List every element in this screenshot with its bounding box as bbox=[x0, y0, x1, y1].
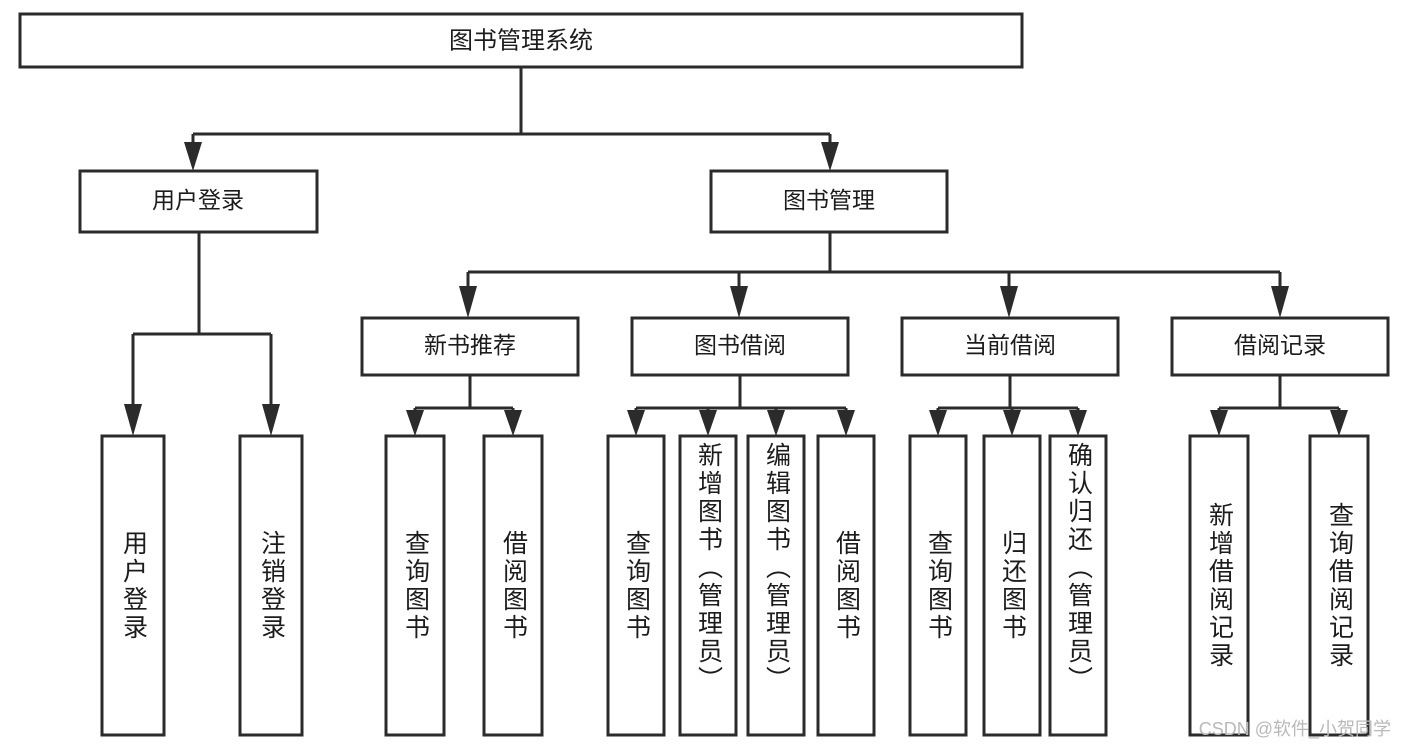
connector-group-borrow-record bbox=[1210, 375, 1348, 436]
leaf-box-query-book-current[interactable] bbox=[908, 434, 968, 737]
leaf-box-borrow-book-rec[interactable] bbox=[482, 434, 544, 737]
node-new-book-recommend[interactable]: 新书推荐 bbox=[360, 316, 580, 377]
arrow-head-book-manage bbox=[821, 142, 839, 171]
arrow-head-leaf-add-borrow-record bbox=[1210, 410, 1228, 436]
node-new-book-recommend-box[interactable] bbox=[360, 316, 580, 377]
arrow-head-current-borrow bbox=[1000, 286, 1018, 318]
leaf-box-borrow-book[interactable] bbox=[816, 434, 876, 737]
arrow-head-leaf-query-book-borrow bbox=[627, 410, 645, 436]
arrow-head-leaf-query-book-current bbox=[929, 410, 947, 436]
node-root[interactable]: 图书管理系统 bbox=[18, 12, 1024, 69]
connector-group-new-book-recommend bbox=[406, 375, 522, 436]
leaf-box-user-logout[interactable] bbox=[238, 434, 304, 737]
connector-group-book-manage bbox=[459, 232, 1289, 318]
node-book-borrow[interactable]: 图书借阅 bbox=[630, 316, 850, 377]
arrow-head-leaf-user-logout bbox=[262, 404, 280, 436]
node-current-borrow[interactable]: 当前借阅 bbox=[900, 316, 1120, 377]
node-user-login-label: 用户登录 bbox=[152, 187, 244, 213]
arrow-head-leaf-query-borrow-record bbox=[1330, 410, 1348, 436]
leaf-box-query-book-borrow[interactable] bbox=[606, 434, 666, 737]
arrow-head-leaf-add-book-admin bbox=[699, 410, 717, 436]
arrow-head-leaf-user-login bbox=[124, 404, 142, 436]
arrow-head-user-login bbox=[184, 142, 202, 171]
arrow-head-leaf-query-book-rec bbox=[406, 410, 424, 436]
node-user-login-box[interactable] bbox=[78, 169, 319, 234]
arrow-head-book-borrow bbox=[730, 286, 748, 318]
arrow-head-leaf-borrow-book-rec bbox=[504, 410, 522, 436]
node-book-borrow-label: 图书借阅 bbox=[694, 332, 786, 358]
leaf-box-confirm-return-admin[interactable] bbox=[1048, 434, 1108, 737]
leaf-box-return-book[interactable] bbox=[982, 434, 1042, 737]
arrow-head-leaf-return-book bbox=[1003, 410, 1021, 436]
arrow-head-new-book-recommend bbox=[459, 286, 477, 318]
connector-group-book-borrow bbox=[627, 375, 855, 436]
connector-group-user-login bbox=[124, 232, 280, 436]
node-current-borrow-label: 当前借阅 bbox=[964, 332, 1056, 358]
leaf-box-user-login[interactable] bbox=[100, 434, 166, 737]
connector-group-root bbox=[184, 67, 839, 171]
arrow-head-leaf-borrow-book bbox=[837, 410, 855, 436]
connector-group-current-borrow bbox=[929, 375, 1087, 436]
node-borrow-record-box[interactable] bbox=[1170, 316, 1390, 377]
node-book-manage-label: 图书管理 bbox=[783, 187, 875, 213]
node-root-box[interactable] bbox=[18, 12, 1024, 69]
leaf-box-edit-book-admin[interactable] bbox=[746, 434, 806, 737]
node-book-borrow-box[interactable] bbox=[630, 316, 850, 377]
leaf-box-add-borrow-record[interactable] bbox=[1188, 434, 1250, 737]
arrow-head-leaf-confirm-return-admin bbox=[1069, 410, 1087, 436]
node-borrow-record[interactable]: 借阅记录 bbox=[1170, 316, 1390, 377]
node-borrow-record-label: 借阅记录 bbox=[1234, 332, 1326, 358]
arrow-head-borrow-record bbox=[1271, 286, 1289, 318]
node-current-borrow-box[interactable] bbox=[900, 316, 1120, 377]
node-user-login[interactable]: 用户登录 bbox=[78, 169, 319, 234]
node-root-label: 图书管理系统 bbox=[449, 27, 593, 54]
node-new-book-recommend-label: 新书推荐 bbox=[424, 332, 516, 358]
node-book-manage[interactable]: 图书管理 bbox=[709, 169, 949, 234]
leaf-box-query-book-rec[interactable] bbox=[384, 434, 446, 737]
leaf-box-query-borrow-record[interactable] bbox=[1308, 434, 1370, 737]
leaf-box-add-book-admin[interactable] bbox=[678, 434, 738, 737]
leaf-box-group bbox=[100, 434, 1370, 737]
arrow-head-leaf-edit-book-admin bbox=[767, 410, 785, 436]
csdn-watermark: CSDN @软件_小贺同学 bbox=[1198, 719, 1391, 739]
node-book-manage-box[interactable] bbox=[709, 169, 949, 234]
